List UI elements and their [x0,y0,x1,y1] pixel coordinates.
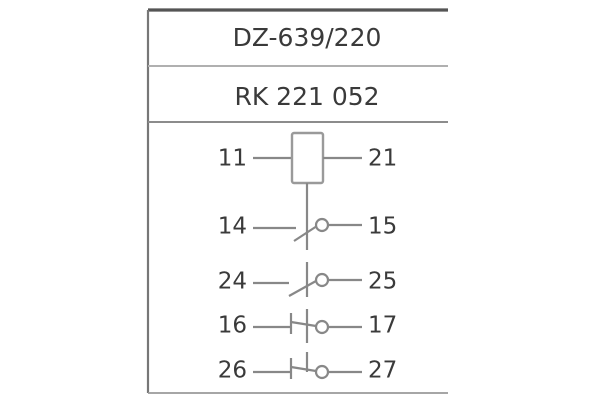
frame [146,8,448,394]
contact-pivot-17 [314,319,330,335]
terminal-label-15: 15 [368,214,397,240]
terminal-label-coil-right: 21 [368,146,397,172]
contact-blade-26-27 [290,365,317,373]
contact-pivot-25 [314,272,330,288]
terminal-label-16: 16 [218,313,247,339]
terminal-label-27: 27 [368,358,397,384]
contact-pivot-15 [314,217,330,233]
coil-symbol [253,131,362,200]
contact-blade-24-25 [288,280,317,297]
contact-14-15 [253,200,362,250]
coil-body [290,131,325,185]
contact-16-17 [253,309,362,343]
contact-blade-16-17 [290,320,317,328]
contact-26-27 [253,352,362,380]
terminal-label-24: 24 [218,269,247,295]
terminal-label-25: 25 [368,269,397,295]
model-label: DZ-639/220 [233,23,382,52]
contact-24-25 [253,262,362,297]
terminal-label-26: 26 [218,358,247,384]
terminal-label-17: 17 [368,313,397,339]
part-number-label: RK 221 052 [234,82,379,111]
terminal-label-coil-left: 11 [218,146,247,172]
contact-pivot-27 [314,364,330,380]
contact-blade-14-15 [293,225,318,242]
terminal-label-14: 14 [218,214,247,240]
